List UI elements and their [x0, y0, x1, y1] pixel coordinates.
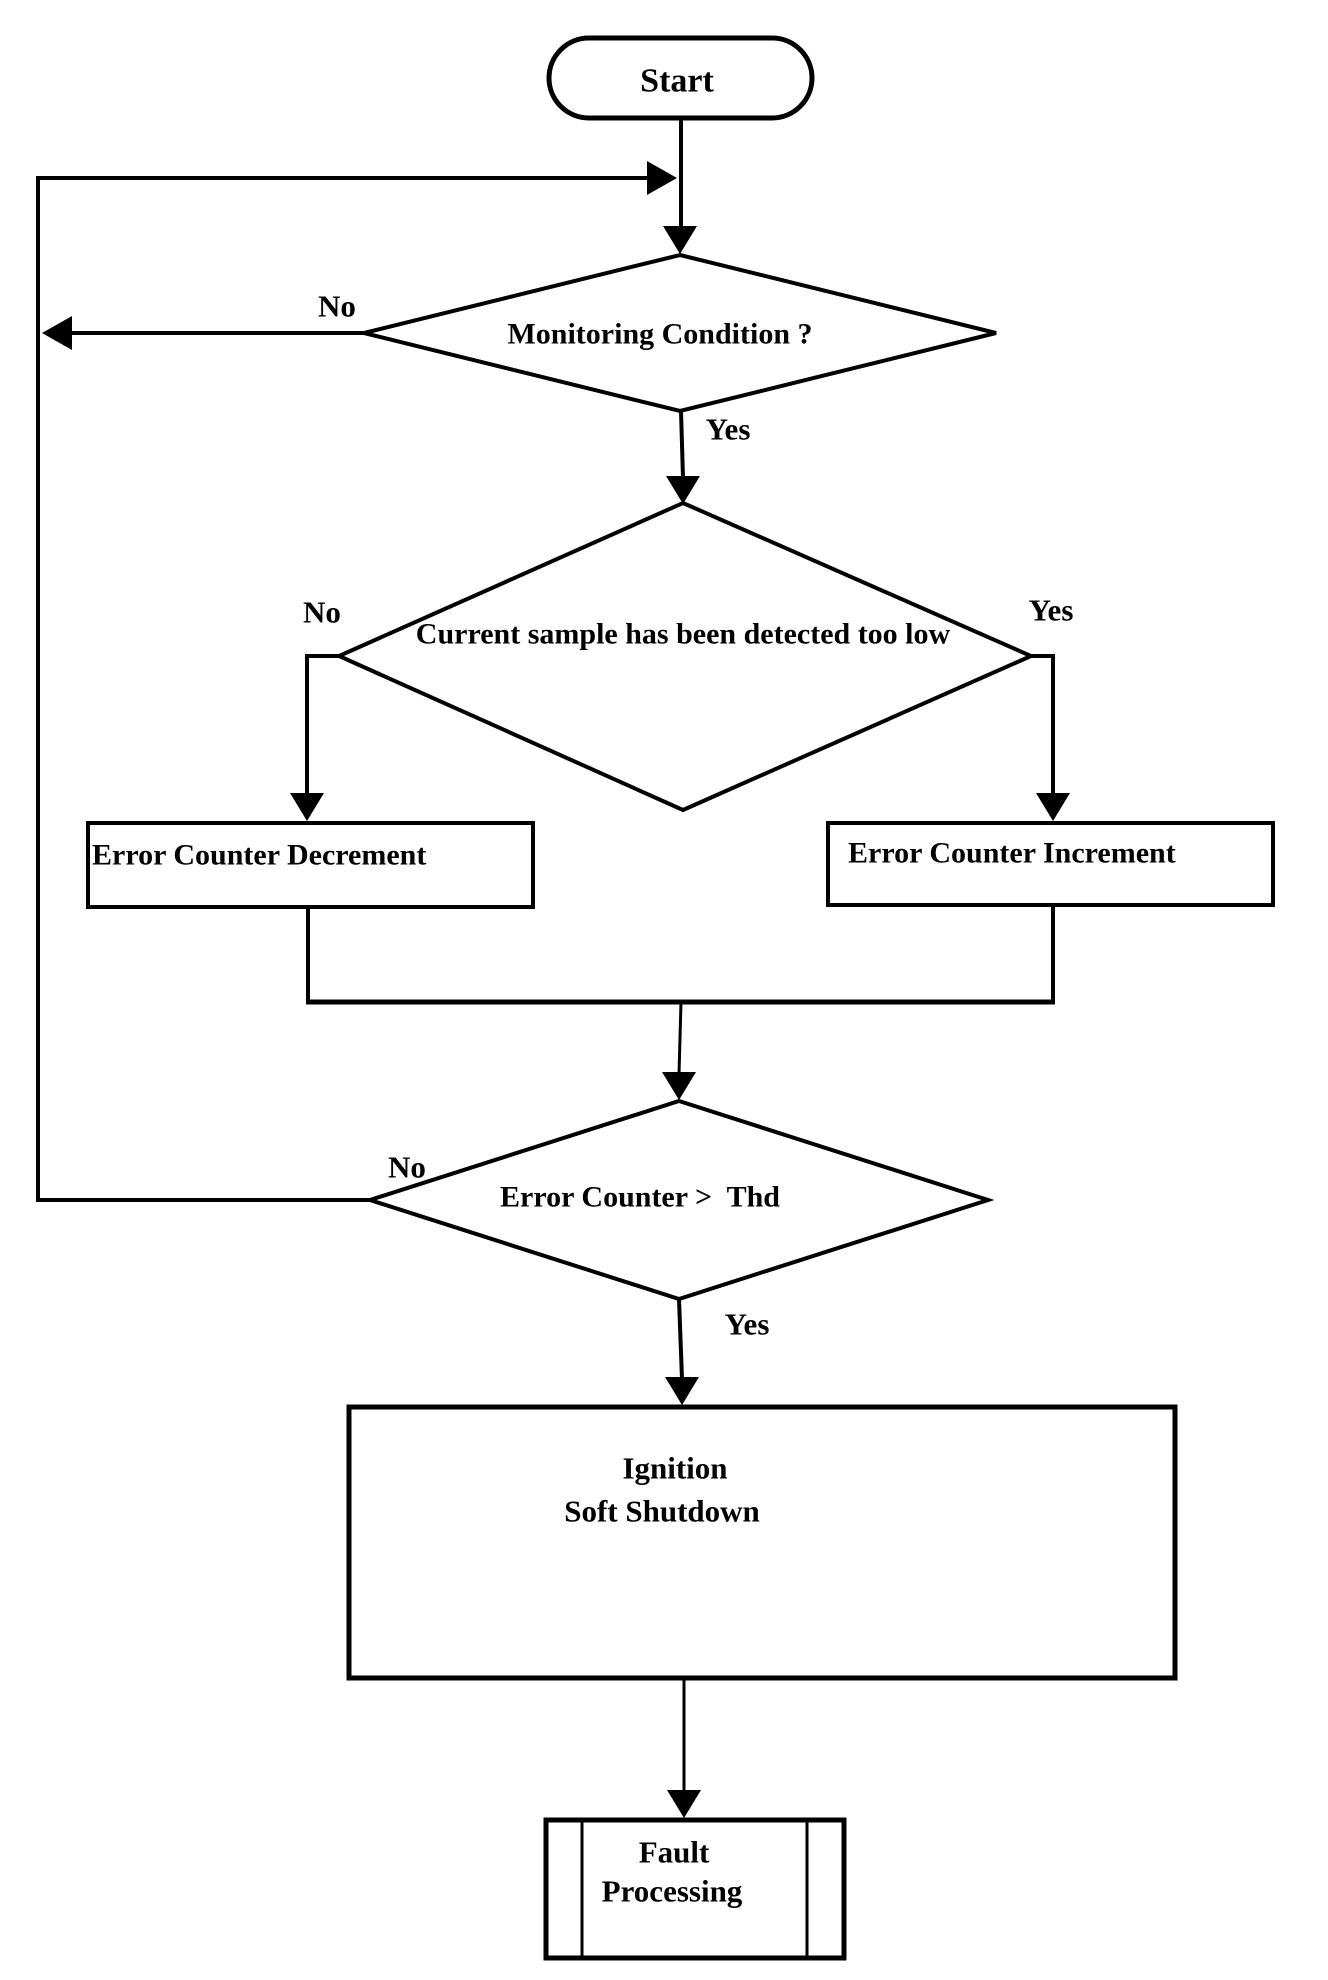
fault-processing-shape [543, 1817, 847, 1961]
edge-merge-to-threshold [677, 1001, 683, 1075]
sample-yes-label: Yes [1029, 593, 1074, 628]
threshold-no-label: No [388, 1150, 426, 1185]
arrowhead-into-fault [667, 1790, 701, 1818]
arrowhead-into-shutdown [665, 1377, 699, 1405]
ignition-soft-shutdown-shape [346, 1404, 1178, 1681]
edge-monitoring-yes [679, 410, 685, 479]
sample-no-label: No [303, 595, 341, 630]
fault-processing-label-line2: Processing [602, 1874, 743, 1909]
ignition-soft-shutdown-label-line2: Soft Shutdown [564, 1494, 760, 1529]
edge-sample-yes [1031, 654, 1055, 795]
error-counter-decrement-label: Error Counter Decrement [92, 839, 426, 872]
arrowhead-into-decrement [290, 793, 324, 821]
fault-processing-label-line1: Fault [639, 1835, 710, 1870]
start-node-shape [546, 35, 815, 121]
monitoring-decision-label: Monitoring Condition ? [507, 318, 812, 351]
arrowhead-into-threshold [662, 1072, 696, 1100]
ignition-soft-shutdown-label-line1: Ignition [622, 1451, 727, 1486]
error-counter-decrement-shape [86, 821, 535, 909]
edge-loop-return [36, 176, 650, 1202]
edge-threshold-yes [677, 1298, 684, 1380]
start-node-label: Start [640, 63, 714, 100]
error-counter-increment-label: Error Counter Increment [848, 837, 1176, 870]
monitoring-no-label: No [318, 289, 356, 324]
arrowhead-into-monitoring [663, 226, 697, 254]
threshold-decision-label: Error Counter > Thd [500, 1181, 780, 1214]
threshold-decision-shape [363, 1098, 995, 1302]
arrowhead-into-sample-decision [666, 476, 700, 504]
sample-decision-label: Current sample has been detected too low [416, 618, 951, 651]
arrowhead-monitoring-no [42, 316, 72, 350]
arrowhead-into-increment [1036, 793, 1070, 821]
threshold-yes-label: Yes [725, 1307, 770, 1342]
error-counter-increment-shape [826, 821, 1275, 907]
monitoring-decision-shape [363, 252, 997, 414]
monitoring-yes-label: Yes [706, 412, 751, 447]
edge-sample-no [305, 654, 339, 795]
arrowhead-loop-join [647, 161, 677, 195]
sample-decision-shape [334, 500, 1036, 813]
